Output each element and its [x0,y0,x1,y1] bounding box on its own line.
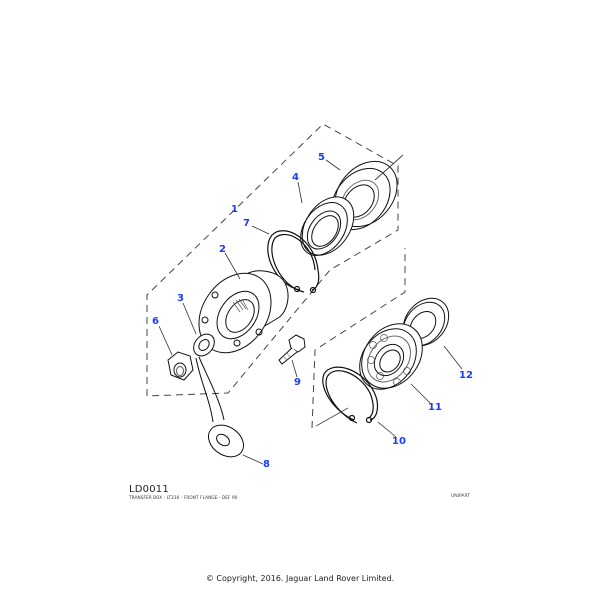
callout-labels: 1 2 3 4 5 6 7 8 9 10 11 12 [152,152,473,470]
brand-label: UNIPART [451,494,471,499]
part-seal-washer-8 [207,424,245,458]
part-circlip-10 [315,366,379,427]
callout-10: 10 [392,436,406,447]
callout-1: 1 [231,204,238,215]
part-bearing-11 [359,323,423,390]
callout-3: 3 [177,293,184,304]
part-bolt-9 [278,334,306,365]
callout-7: 7 [243,218,250,229]
leader-lines [158,159,463,465]
callout-6: 6 [152,316,159,327]
part-washer-3 [193,333,215,357]
callout-9: 9 [294,377,301,388]
assembly-boundary [146,123,406,429]
leader-loop [195,356,225,423]
copyright-notice: © Copyright, 2016. Jaguar Land Rover Lim… [205,574,395,583]
part-circlip-7 [267,230,320,294]
callout-4: 4 [292,172,299,183]
diagram-code: LD0011 [129,484,169,495]
diagram-caption: TRANSFER BOX - LT230 - FRONT FLANGE - DE… [129,495,238,500]
callout-12: 12 [459,370,473,381]
callout-2: 2 [219,244,226,255]
callout-11: 11 [428,402,442,413]
callout-8: 8 [263,459,270,470]
part-nut-6 [167,351,194,381]
part-flange-2 [198,270,289,354]
callout-5: 5 [318,152,325,163]
part-housing-4 [300,196,355,256]
